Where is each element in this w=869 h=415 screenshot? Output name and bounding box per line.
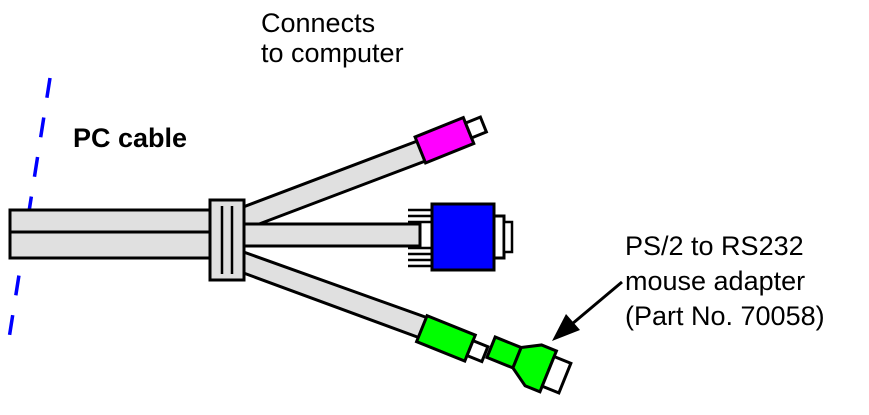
main-cable <box>8 208 242 260</box>
middle-branch-cable <box>238 222 422 248</box>
magenta-connector <box>413 115 489 165</box>
cable-clamp <box>208 198 246 282</box>
connects-label-line2: to computer <box>261 38 404 68</box>
upper-branch-cable <box>228 138 430 234</box>
lower-branch-cable <box>227 248 430 340</box>
mouse-connector <box>414 313 490 364</box>
adapter-label-line2: mouse adapter <box>625 266 806 296</box>
vga-connector <box>408 202 514 272</box>
adapter-label-line3: (Part No. 70058) <box>625 301 825 331</box>
mouse-adapter <box>484 335 573 395</box>
pc-cable-label: PC cable <box>73 123 188 153</box>
adapter-label-line1: PS/2 to RS232 <box>625 231 804 261</box>
adapter-arrow <box>552 280 623 341</box>
connects-label-line1: Connects <box>261 8 376 38</box>
